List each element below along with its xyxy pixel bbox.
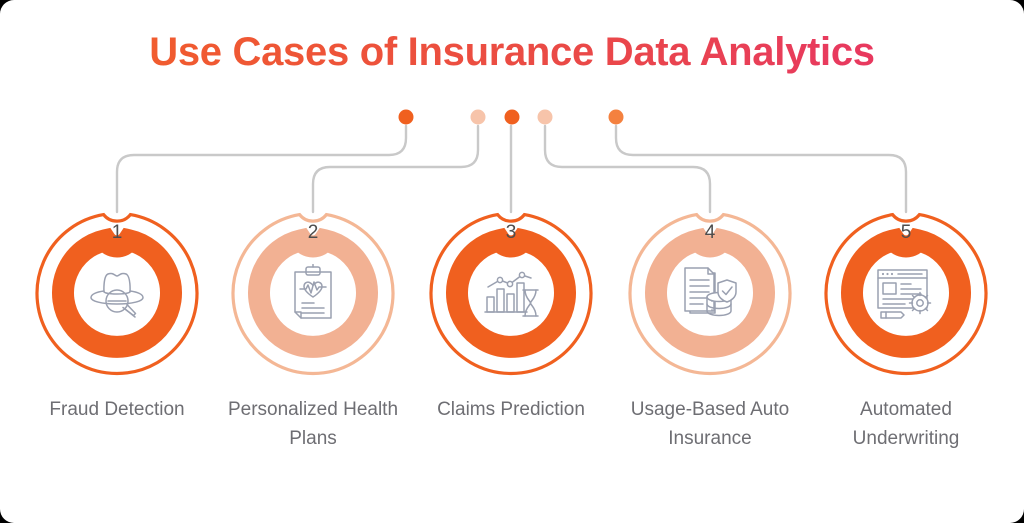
- node-number-3: 3: [505, 222, 517, 243]
- node-label-2: Personalized Health Plans: [227, 399, 399, 449]
- page-title: Use Cases of Insurance Data Analytics: [0, 30, 1024, 75]
- node-number-5: 5: [900, 222, 912, 243]
- ring-3: 3: [423, 205, 599, 381]
- ring-1: 1: [29, 205, 205, 381]
- clipboard-heartbeat-icon: [273, 253, 353, 333]
- detective-hat-magnifier-icon: [77, 253, 157, 333]
- connector-line-1: [115, 124, 408, 214]
- inner-donut-5: [841, 227, 971, 358]
- node-fraud-detection[interactable]: 1 Fraud Detection: [17, 205, 217, 424]
- outer-ring-2: [231, 212, 395, 376]
- bar-chart-hourglass-icon: [471, 253, 551, 333]
- node-number-4: 4: [704, 222, 716, 243]
- ring-4: 4: [622, 205, 798, 381]
- node-label-4: Usage-Based Auto Insurance: [630, 399, 790, 449]
- node-usage-based-auto-insurance[interactable]: 4 Usage-Based Auto Insuranc: [610, 205, 810, 453]
- inner-donut-1: [52, 227, 182, 358]
- node-label-3: Claims Prediction: [437, 399, 585, 420]
- dot-2-icon: [470, 109, 486, 125]
- inner-donut-4: [645, 227, 775, 358]
- node-number-2: 2: [307, 222, 319, 243]
- document-gear-pencil-icon: [866, 253, 946, 333]
- dot-4-icon: [537, 109, 553, 125]
- dot-3-icon: [504, 109, 520, 125]
- dot-1-icon: [398, 109, 414, 125]
- node-label-5: Automated Underwriting: [852, 399, 960, 449]
- connector-dot-group: [398, 109, 624, 125]
- node-number-1: 1: [111, 222, 123, 243]
- outer-ring-3: [429, 212, 593, 376]
- node-label-1: Fraud Detection: [49, 399, 185, 420]
- inner-donut-2: [248, 227, 378, 358]
- inner-donut-3: [446, 227, 576, 358]
- outer-ring-4: [628, 212, 792, 376]
- node-personalized-health-plans[interactable]: 2 Personalized Health Plans: [213, 205, 413, 453]
- ring-5: 5: [818, 205, 994, 381]
- outer-ring-1: [35, 212, 199, 376]
- ring-2: 2: [225, 205, 401, 381]
- connector-line-5: [614, 124, 908, 214]
- outer-ring-5: [824, 212, 988, 376]
- dot-5-icon: [608, 109, 624, 125]
- node-claims-prediction[interactable]: 3 Claims Predict: [411, 205, 611, 424]
- connector-line-4: [543, 124, 712, 214]
- connector-line-2: [311, 124, 480, 214]
- node-automated-underwriting[interactable]: 5 Aut: [806, 205, 1006, 453]
- documents-database-shield-icon: [670, 253, 750, 333]
